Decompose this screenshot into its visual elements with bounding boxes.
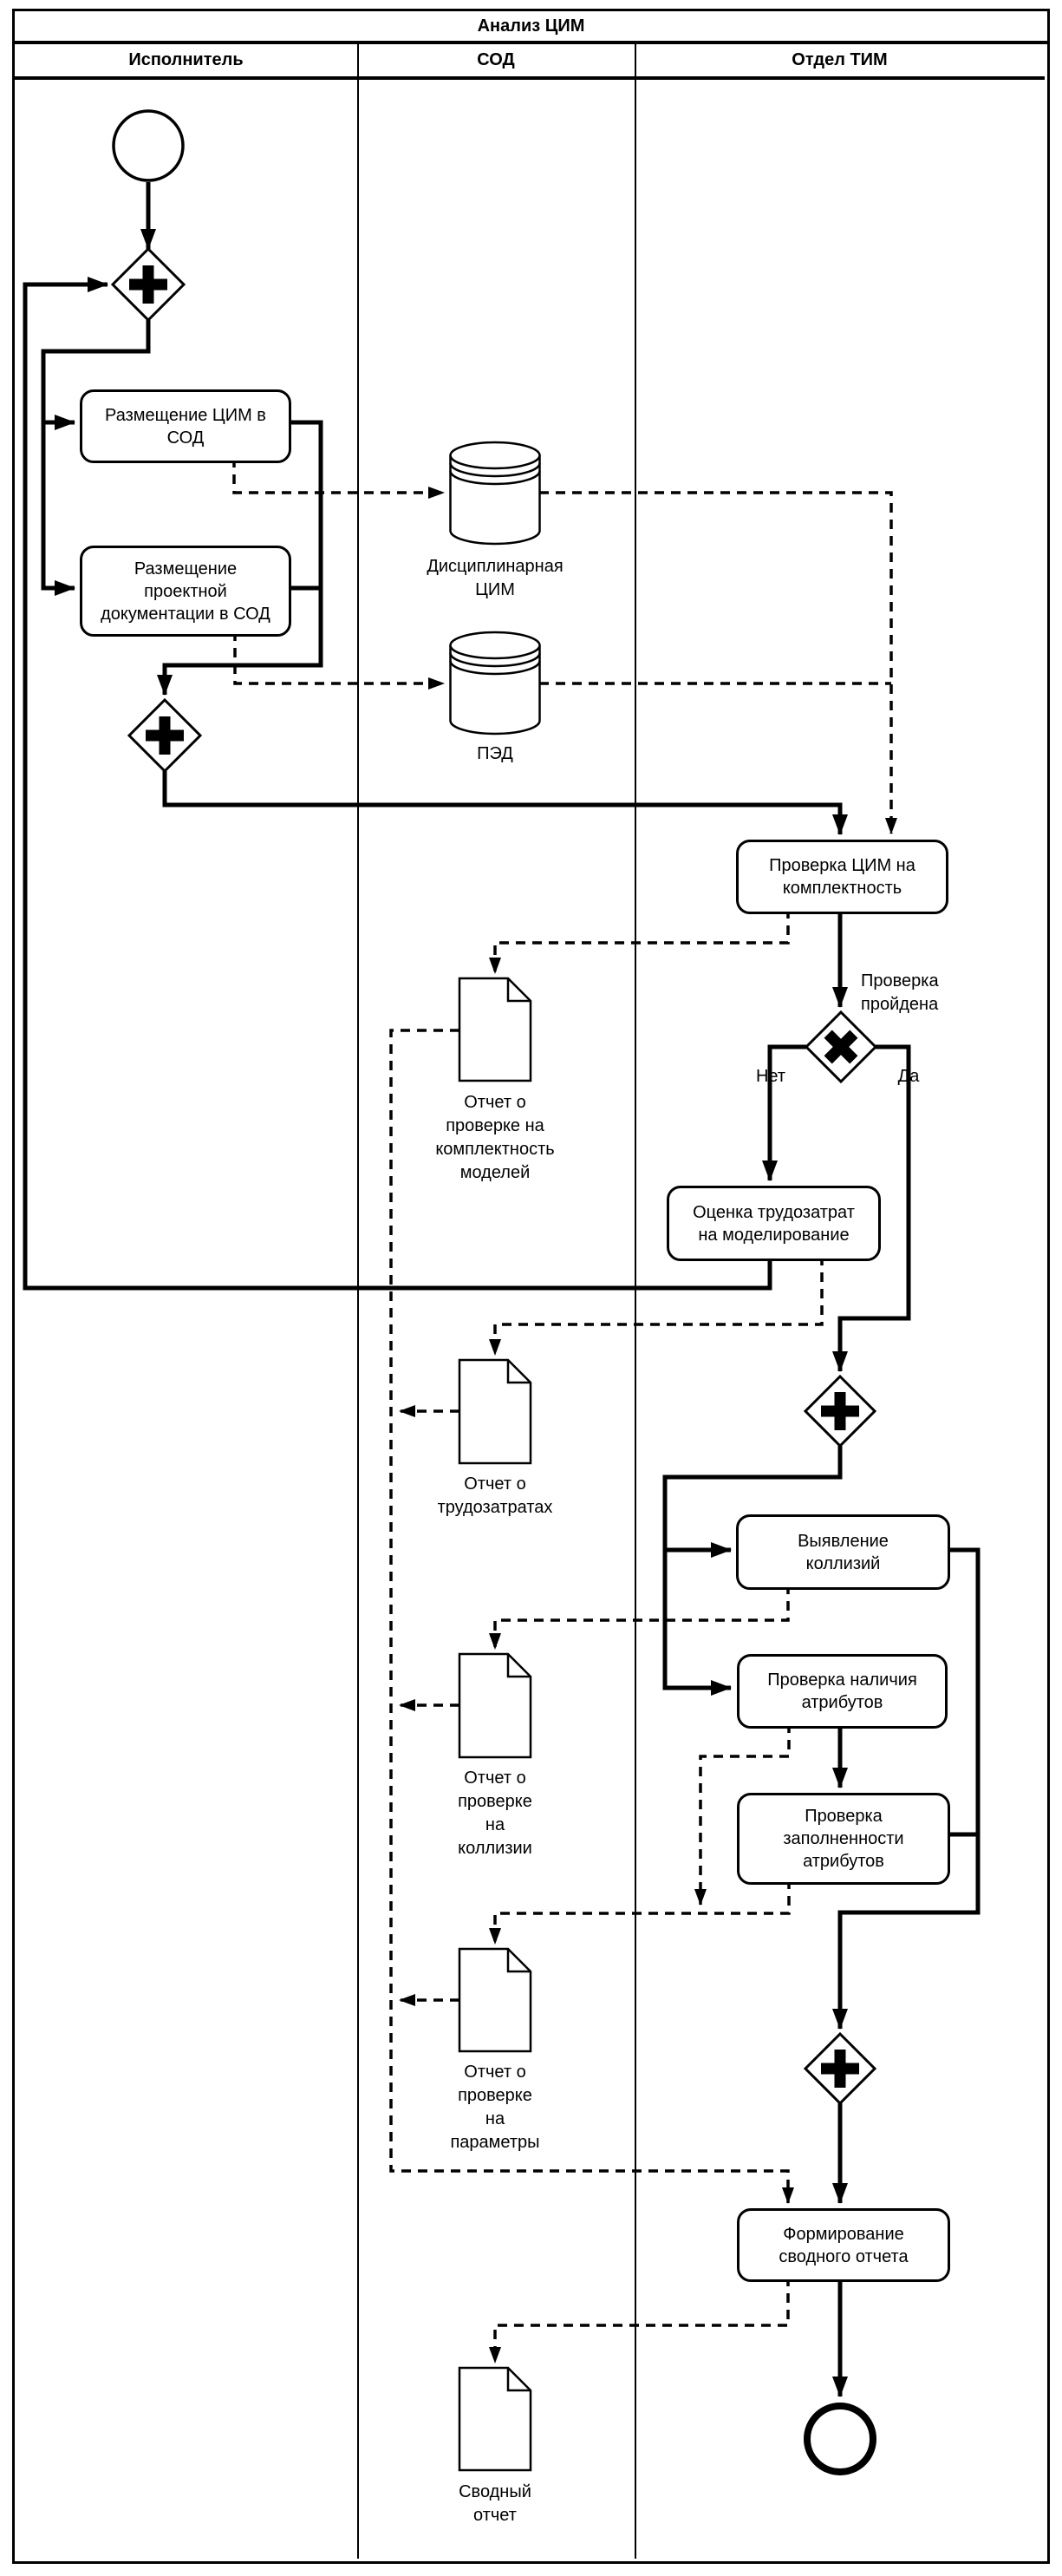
lane-header-executor: Исполнитель [15, 44, 357, 80]
label-decision-question: Проверка пройдена [861, 971, 939, 1014]
task-check-attr-presence: Проверка наличия атрибутов [737, 1654, 948, 1729]
data-reports-to-summary-task [389, 1029, 794, 2204]
flow-split1-to-place-docs [41, 320, 151, 596]
gateway-join-2 [803, 2031, 877, 2106]
end-event-circle [804, 2403, 876, 2475]
datastore-ped [449, 631, 541, 736]
label-doc-collisions: Отчет о проверке на коллизии [458, 1769, 532, 1858]
label-branch-no: Нет [755, 1067, 786, 1086]
start-event-circle [112, 109, 185, 182]
data-flows [232, 458, 897, 2364]
plus-icon [821, 1392, 859, 1430]
task-place-docs: Размещение проектной документации в СОД [80, 546, 291, 637]
label-branch-yes: Да [897, 1067, 920, 1086]
document-shapes [458, 977, 532, 2472]
data-place-cim-to-db1 [232, 458, 445, 499]
lane-header-sod: СОД [357, 44, 635, 80]
datastore-disciplinary-cim [449, 441, 541, 546]
flow-collisions-to-join2 [832, 1547, 981, 2030]
gateway-decision [804, 1010, 878, 1084]
task-summary-report: Формирование сводного отчета [737, 2208, 950, 2282]
data-attr-filled-to-params-report [489, 1880, 791, 1945]
flow-place-cim-to-join1 [157, 420, 323, 696]
gateway-split-2 [803, 1374, 877, 1448]
document-labor-report [458, 1358, 532, 1465]
data-db1-to-check [539, 491, 897, 834]
plus-icon [821, 2050, 859, 2088]
task-estimate-labor: Оценка трудозатрат на моделирование [667, 1186, 881, 1261]
document-collision-report [458, 1652, 532, 1759]
sequence-flows [23, 182, 981, 2397]
task-check-completeness: Проверка ЦИМ на комплектность [736, 840, 948, 914]
label-doc-labor: Отчет о трудозатратах [437, 1474, 553, 1517]
flow-split2-to-attr-presence [662, 1446, 843, 1696]
task-place-cim: Размещение ЦИМ в СОД [80, 389, 291, 463]
pool-title: Анализ ЦИМ [15, 11, 1047, 44]
document-summary-report [458, 2366, 532, 2472]
plus-icon [146, 716, 184, 755]
flow-estimate-loop-to-split1 [23, 277, 772, 1291]
data-check-to-completeness-report [489, 909, 790, 974]
gateway-split-1 [110, 246, 186, 323]
lane-divider-1 [357, 41, 359, 2559]
data-collisions-to-collision-report [489, 1585, 790, 1650]
x-icon [824, 1030, 858, 1064]
label-db-ped: ПЭД [477, 744, 513, 763]
label-doc-summary: Сводный отчет [459, 2482, 531, 2525]
document-params-report [458, 1947, 532, 2053]
document-completeness-report [458, 977, 532, 1082]
data-estimate-to-labor-report [489, 1256, 824, 1356]
label-doc-params: Отчет о проверке на параметры [450, 2063, 540, 2152]
task-check-attr-filled: Проверка заполненности атрибутов [737, 1793, 950, 1885]
flow-decision-yes-to-split2 [832, 1044, 911, 1372]
lane-divider-2 [635, 41, 636, 2559]
data-attr-presence-to-params-report [694, 1723, 791, 1906]
plus-icon [129, 265, 167, 304]
label-doc-completeness: Отчет о проверке на комплектность моделе… [435, 1093, 555, 1182]
gateway-join-1 [127, 697, 203, 774]
flow-decision-no-to-estimate [762, 1044, 806, 1181]
task-detect-collisions: Выявление коллизий [736, 1514, 950, 1590]
data-place-docs-to-db2 [233, 631, 445, 690]
data-summary-task-to-summary-doc [489, 2277, 790, 2364]
label-db-disciplinary-cim: Дисциплинарная ЦИМ [427, 557, 564, 599]
flow-join1-to-check-completeness [162, 771, 848, 835]
lane-header-tim: Отдел ТИМ [635, 44, 1045, 80]
